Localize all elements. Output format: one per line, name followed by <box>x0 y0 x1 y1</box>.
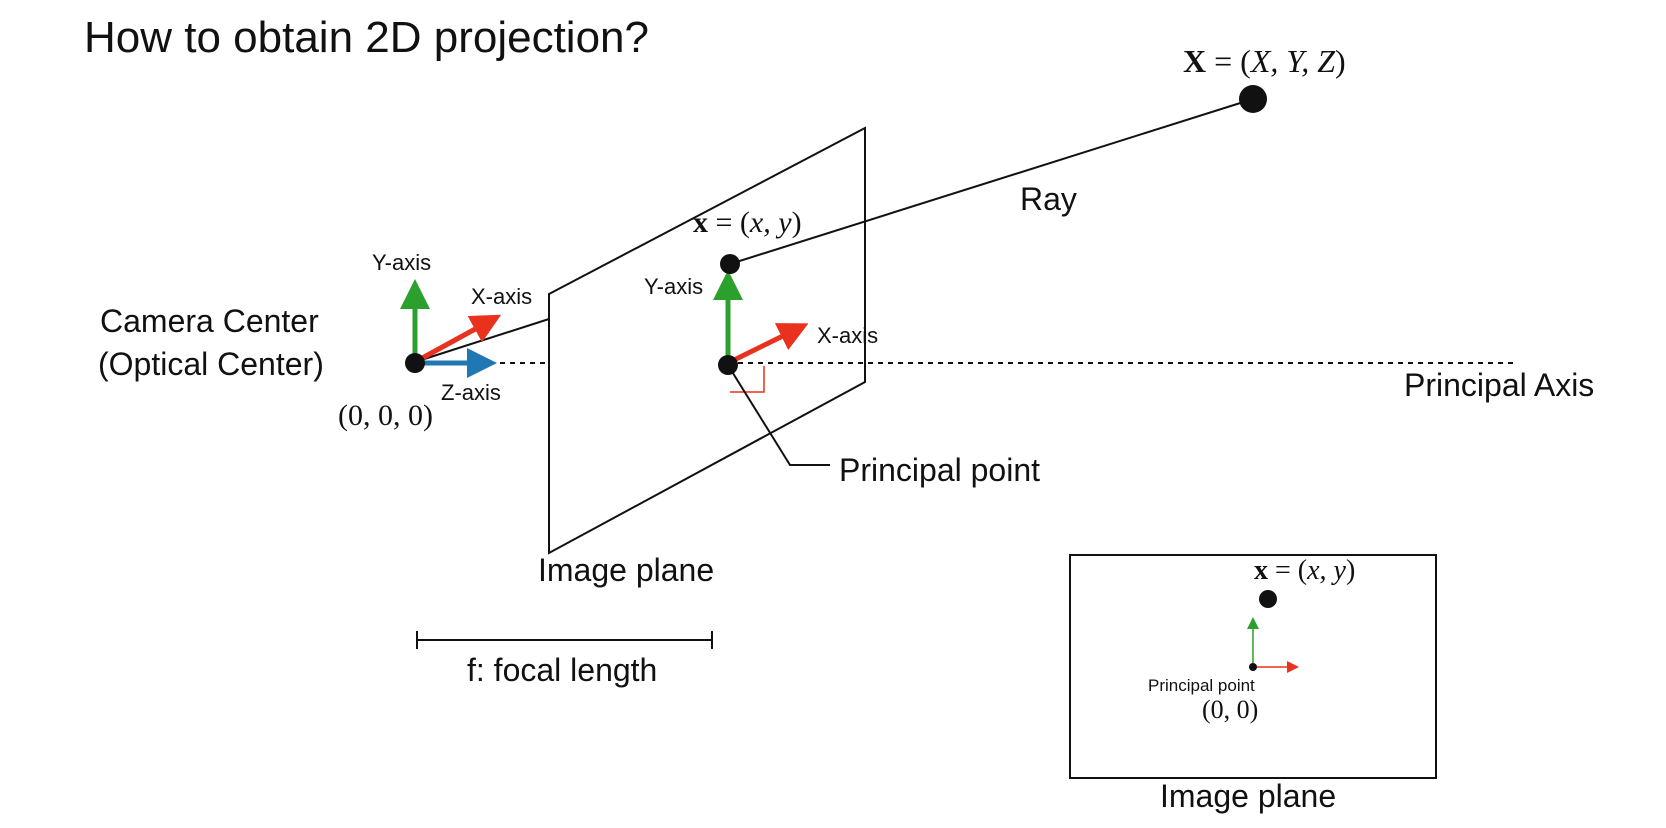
camera-x-axis-arrow <box>413 314 502 365</box>
image-point-label: x = (x, y) <box>693 206 802 239</box>
principal-point-leader <box>730 369 830 466</box>
principal-point-dot <box>718 355 738 375</box>
image-plane-label: Image plane <box>538 552 714 588</box>
ray-line <box>729 98 1254 265</box>
image-point-dot <box>720 254 740 274</box>
camera-z-axis-label: Z-axis <box>441 380 501 405</box>
focal-length-label: f: focal length <box>467 652 657 688</box>
inset-point-dot <box>1259 590 1277 608</box>
image-plane <box>548 126 866 555</box>
inset-principal-point-dot <box>1249 663 1257 671</box>
plane-y-axis-label: Y-axis <box>644 274 703 299</box>
plane-x-axis-label: X-axis <box>817 323 878 348</box>
inset-image-plane-label: Image plane <box>1160 778 1336 814</box>
slide-title: How to obtain 2D projection? <box>84 13 649 62</box>
inset-image-plane <box>1069 554 1437 779</box>
principal-axis-label: Principal Axis <box>1404 367 1594 403</box>
plane-x-axis-arrow <box>726 323 809 366</box>
camera-center-point <box>405 353 425 373</box>
inset-principal-point-label: Principal point <box>1148 676 1255 695</box>
ray-label: Ray <box>1020 181 1077 217</box>
optical-center-label: (Optical Center) <box>98 346 324 382</box>
inset-point-label: x = (x, y) <box>1254 555 1355 586</box>
camera-center-label: Camera Center <box>100 303 319 339</box>
right-angle-marker <box>730 366 765 393</box>
world-point-dot <box>1239 85 1267 113</box>
principal-point-label: Principal point <box>839 452 1040 488</box>
camera-origin-label: (0, 0, 0) <box>338 399 433 432</box>
camera-y-axis-label: Y-axis <box>372 250 431 275</box>
world-point-label: X = (X, Y, Z) <box>1183 43 1346 79</box>
inset-origin-label: (0, 0) <box>1202 695 1258 724</box>
camera-x-axis-label: X-axis <box>471 284 532 309</box>
